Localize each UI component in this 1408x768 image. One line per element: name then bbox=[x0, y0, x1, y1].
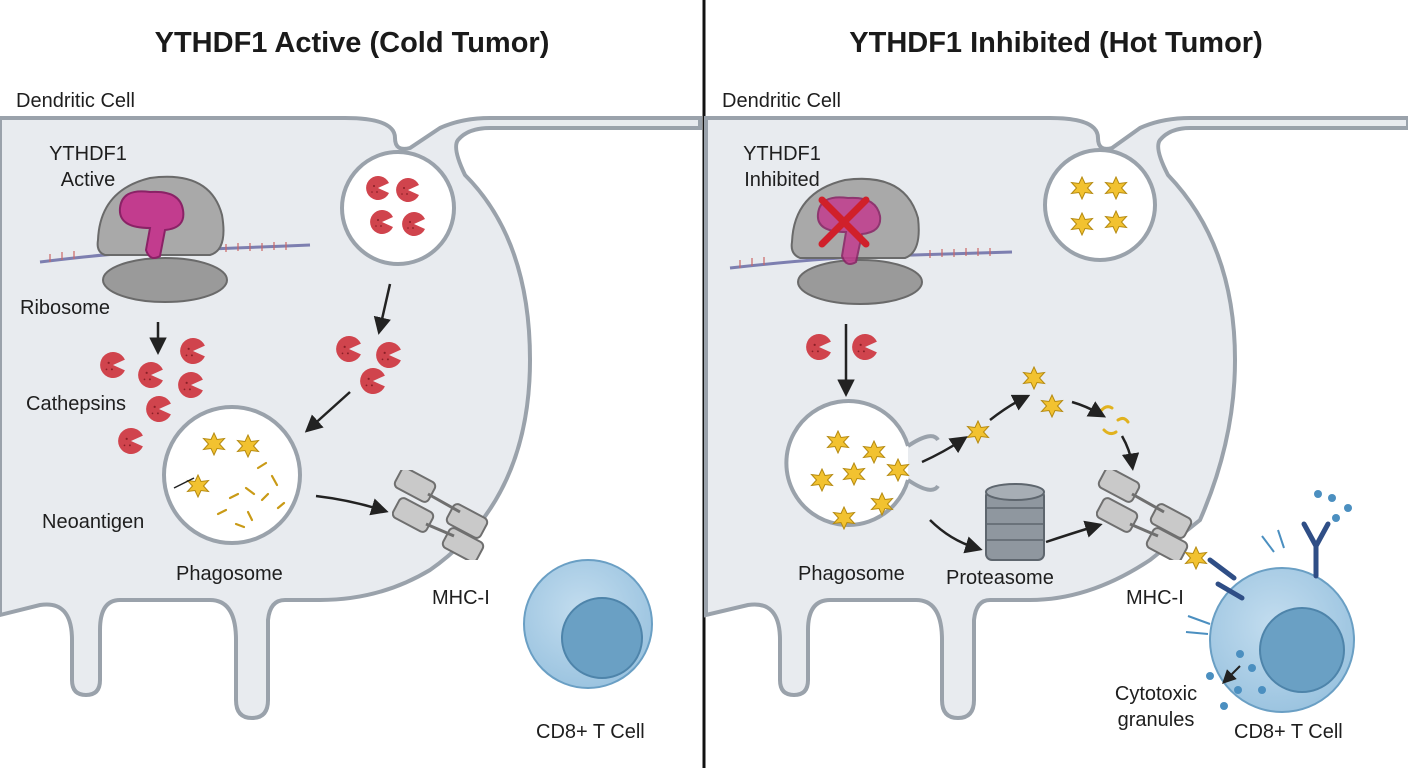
mhc-label-right: MHC-I bbox=[1126, 587, 1184, 609]
right-title: YTHDF1 Inhibited (Hot Tumor) bbox=[849, 27, 1262, 59]
dendritic-cell-label-right: Dendritic Cell bbox=[722, 90, 841, 112]
dendritic-cell-label-left: Dendritic Cell bbox=[16, 90, 135, 112]
cathepsins-label: Cathepsins bbox=[26, 393, 126, 415]
right-panel: YTHDF1 Inhibited (Hot Tumor) Dendritic C… bbox=[704, 27, 1408, 743]
ythdf1-label-left-2: Active bbox=[61, 169, 115, 191]
granules-label-1: Cytotoxic bbox=[1115, 683, 1197, 705]
phagosome-label-right: Phagosome bbox=[798, 563, 905, 585]
ythdf1-label-right-1: YTHDF1 bbox=[743, 143, 821, 165]
endosome-left bbox=[340, 150, 456, 266]
tcr-icon bbox=[1207, 521, 1331, 601]
ythdf1-label-left-1: YTHDF1 bbox=[49, 143, 127, 165]
neoantigen-label: Neoantigen bbox=[42, 511, 144, 533]
tcell-label-left: CD8+ T Cell bbox=[536, 721, 645, 743]
ythdf1-protein-icon bbox=[118, 190, 185, 259]
proteasome-label: Proteasome bbox=[946, 567, 1054, 589]
proteasome-icon bbox=[985, 483, 1045, 561]
ythdf1-label-right-2: Inhibited bbox=[744, 169, 820, 191]
phagosome-label-left: Phagosome bbox=[176, 563, 283, 585]
endosome-right bbox=[1043, 148, 1157, 262]
inhibition-x-icon bbox=[818, 196, 870, 248]
granules-label-2: granules bbox=[1118, 709, 1195, 731]
ribosome-label: Ribosome bbox=[20, 297, 110, 319]
tcell-label-right: CD8+ T Cell bbox=[1234, 721, 1343, 743]
arrows-left bbox=[149, 283, 392, 516]
left-title: YTHDF1 Active (Cold Tumor) bbox=[155, 27, 550, 59]
phagosome-right bbox=[784, 399, 910, 527]
mhc-label-left: MHC-I bbox=[432, 587, 490, 609]
arrows-right bbox=[837, 324, 1140, 554]
phagosome-left bbox=[162, 405, 302, 545]
left-panel: YTHDF1 Active (Cold Tumor) Dendritic Cel… bbox=[0, 27, 702, 743]
